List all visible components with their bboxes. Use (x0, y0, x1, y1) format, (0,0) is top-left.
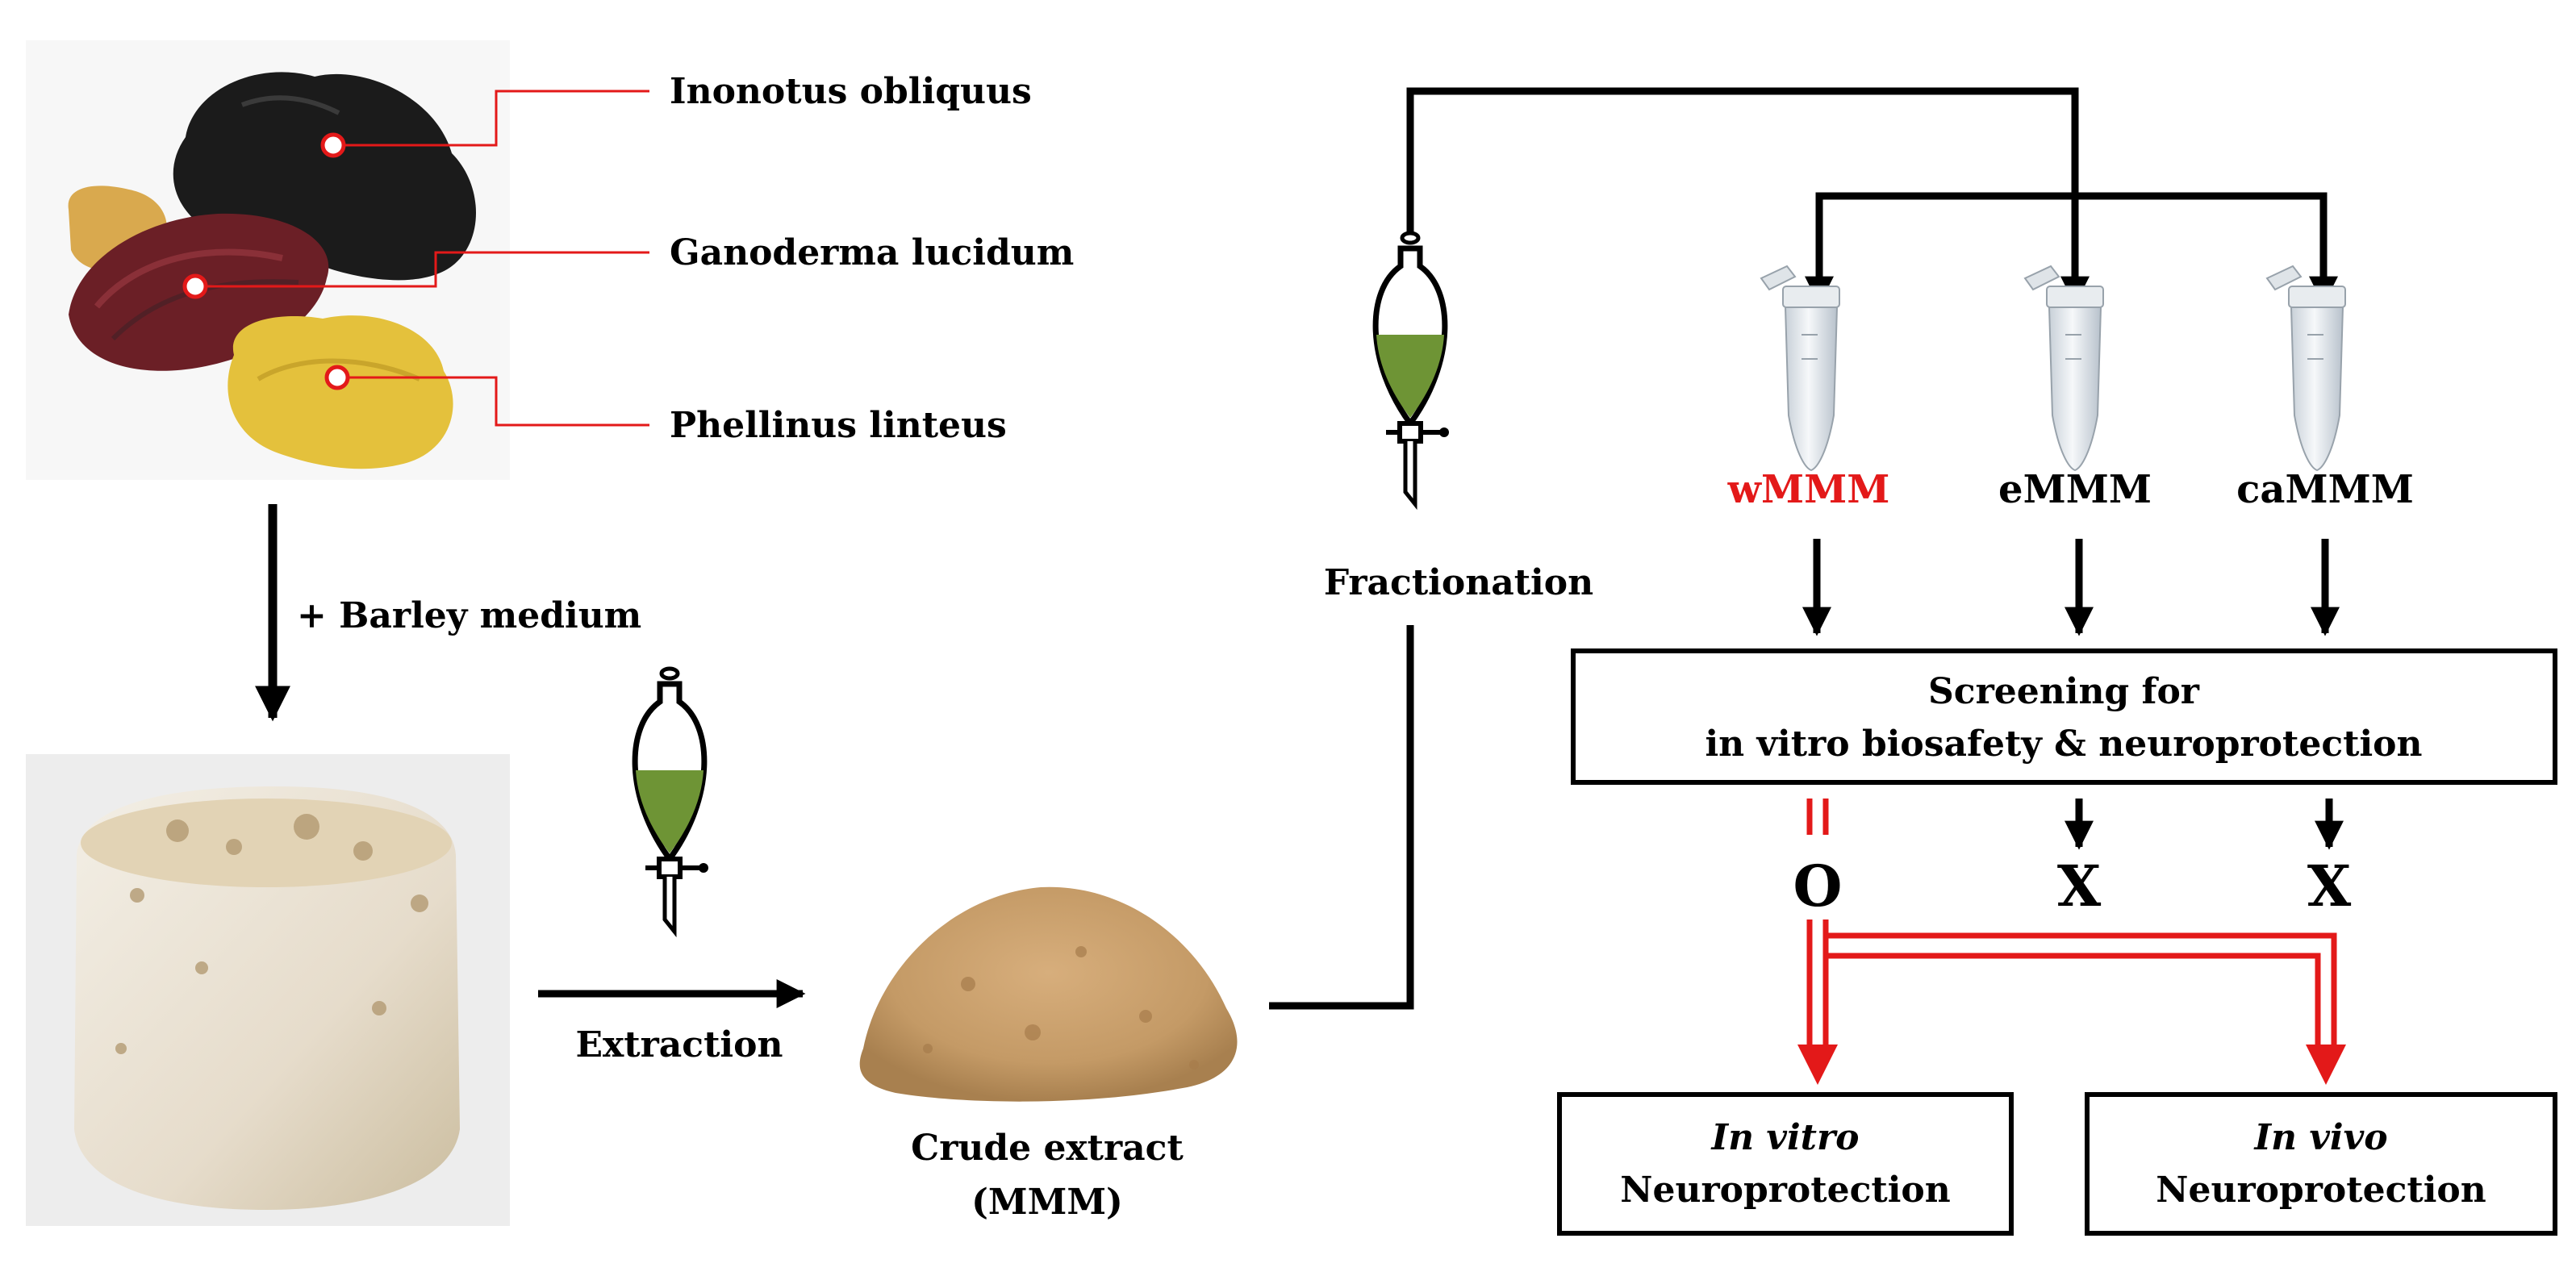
fraction-label-wmmm: wMMM (1727, 467, 1890, 512)
species-label-phellinus: Phellinus linteus (670, 405, 1007, 446)
fractionation-funnel-icon (1372, 231, 1449, 511)
in-vitro-title: In vitro (1710, 1117, 1859, 1158)
in-vivo-outcome-box (2085, 1092, 2557, 1236)
fraction-label-cammm: caMMM (2236, 467, 2414, 512)
crude-extract-label: Crude extract (911, 1128, 1184, 1169)
marker-dot-inonotus (320, 132, 346, 158)
positive-outcome-paths (1797, 919, 2346, 1085)
fractionation-label: Fractionation (1324, 562, 1593, 603)
in-vitro-subtitle: Neuroprotection (1620, 1170, 1951, 1211)
crude-extract-abbrev: (MMM) (971, 1182, 1123, 1223)
marker-dot-ganoderma (182, 273, 208, 299)
extraction-funnel-icon (632, 666, 708, 938)
phellinus-linteus-mushroom (228, 315, 453, 469)
fractionation-path-lower (1269, 625, 1414, 1010)
cultured-block-photo (26, 754, 510, 1226)
species-leader-lines (206, 90, 649, 427)
screening-title: Screening for (1928, 671, 2200, 712)
screening-subtitle: in vitro biosafety & neuroprotection (1705, 723, 2422, 765)
barley-medium-label: + Barley medium (297, 595, 641, 636)
in-vivo-title: In vivo (2252, 1117, 2387, 1158)
fraction-label-emmm: eMMM (1998, 467, 2152, 512)
marker-dot-phellinus (324, 365, 350, 390)
mushroom-photo (26, 40, 510, 480)
result-cammm: X (2307, 853, 2352, 919)
result-emmm: X (2057, 853, 2102, 919)
tube-icon-cammm (2265, 265, 2346, 472)
in-vivo-subtitle: Neuroprotection (2156, 1170, 2486, 1211)
extraction-label: Extraction (576, 1024, 783, 1065)
crude-extract-powder (859, 886, 1238, 1102)
in-vitro-outcome-box (1557, 1092, 2014, 1236)
screening-box (1571, 648, 2557, 785)
result-connector-wmmm (1806, 799, 1829, 835)
tube-icon-wmmm (1760, 265, 1840, 472)
species-label-inonotus: Inonotus obliquus (670, 71, 1032, 112)
species-label-ganoderma: Ganoderma lucidum (670, 232, 1074, 273)
tube-icon-emmm (2023, 265, 2104, 472)
result-wmmm: O (1793, 853, 1843, 919)
